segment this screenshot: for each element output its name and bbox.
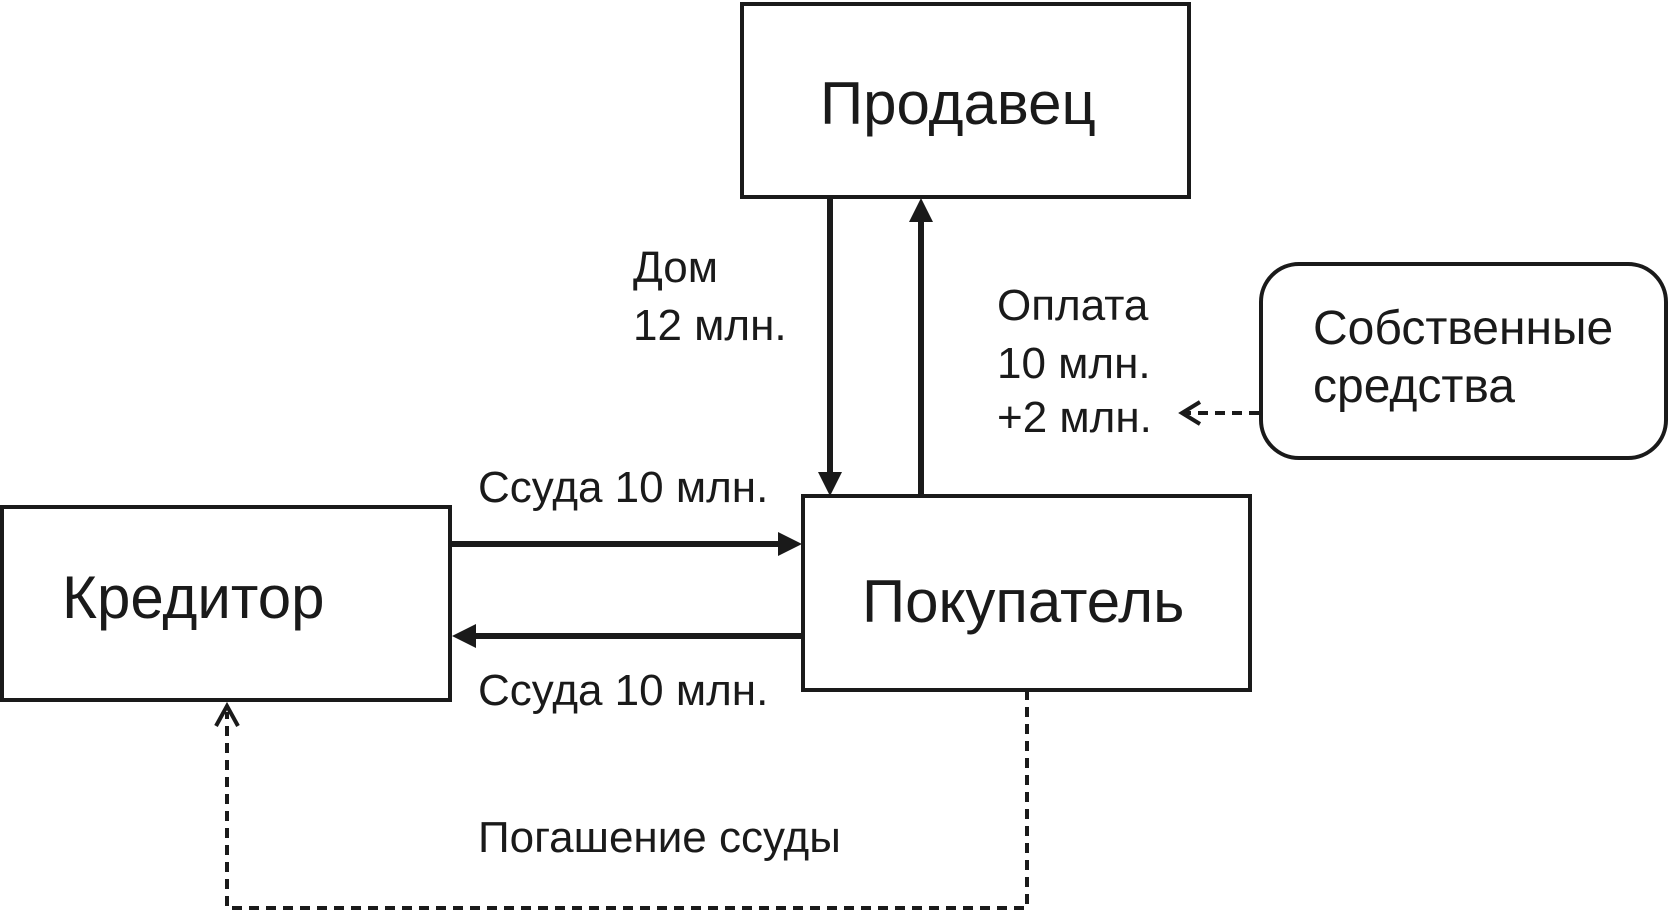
- house-arrowhead: [818, 472, 842, 496]
- repayment-path: [225, 690, 1029, 910]
- payment-label-line-1: Оплата: [997, 281, 1149, 330]
- creditor-box: [0, 505, 452, 702]
- house-label-line-1: Дом: [633, 243, 718, 292]
- seller-box: [740, 2, 1191, 199]
- payment-label-line-3: +2 млн.: [997, 393, 1152, 442]
- buyer-box: [801, 494, 1252, 692]
- payment-arrowhead: [909, 198, 933, 222]
- own-funds-arrowhead: [1178, 400, 1202, 426]
- own-funds-box: [1259, 262, 1668, 460]
- repayment-label: Погашение ссуды: [478, 813, 841, 862]
- loan-out-arrowhead: [778, 532, 802, 556]
- creditor-label: Кредитор: [62, 564, 324, 631]
- own-funds-label-line-2: средства: [1313, 360, 1515, 413]
- loan-back-label: Ссуда 10 млн.: [478, 666, 768, 715]
- payment-label-line-2: 10 млн.: [997, 339, 1151, 388]
- own-funds-label-line-1: Собственные: [1313, 302, 1613, 355]
- house-label-line-2: 12 млн.: [633, 301, 787, 350]
- buyer-label: Покупатель: [862, 568, 1184, 635]
- repayment-arrowhead: [214, 701, 240, 727]
- seller-label: Продавец: [820, 70, 1096, 137]
- loan-out-label: Ссуда 10 млн.: [478, 463, 768, 512]
- loan-back-arrowhead: [452, 624, 476, 648]
